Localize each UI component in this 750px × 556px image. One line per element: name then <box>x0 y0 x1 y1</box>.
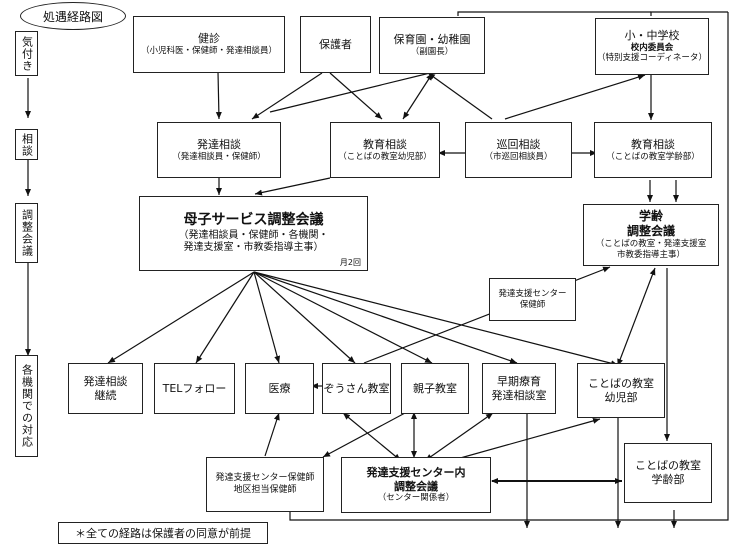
node-sub: （発達相談員・保健師） <box>172 151 266 162</box>
stage-meeting: 調整会議 <box>15 203 38 263</box>
node-line: 発達支援センター内 <box>366 465 466 479</box>
node-center-kaigi: 発達支援センター内 調整会議 （センター関係者） <box>341 457 491 513</box>
node-title: 健診 <box>198 32 220 46</box>
node-sub: （小児科医・保健師・発達相談員） <box>140 46 277 57</box>
node-title: 調整会議 <box>626 224 675 239</box>
meeting-frequency: 月2回 <box>339 258 361 267</box>
node-sub: （副園長） <box>410 47 454 58</box>
node-sub: （センター関係者） <box>377 493 455 504</box>
node-sub: （ことばの教室・発達支援室 <box>595 239 707 250</box>
node-kotoba-gakurei: ことばの教室 学齢部 <box>624 443 712 503</box>
node-line: 保健師 <box>519 299 546 310</box>
node-hattatsu-keizoku: 発達相談 継続 <box>68 363 143 414</box>
top-connector <box>650 11 728 16</box>
node-line: 発達相談室 <box>491 388 547 402</box>
node-title: 巡回相談 <box>496 137 541 151</box>
node-title: TELフォロー <box>162 381 227 395</box>
right-frame <box>287 12 729 521</box>
node-center-chiku: 発達支援センター保健師 地区担当保健師 <box>206 457 324 512</box>
node-title: 医療 <box>268 381 291 395</box>
node-souki-ryoiku: 早期療育 発達相談室 <box>482 363 556 414</box>
node-junkai-soudan: 巡回相談 （市巡回相談員） <box>465 122 572 178</box>
node-kyoiku-soudan-yoji: 教育相談 （ことばの教室幼児部） <box>330 122 440 178</box>
node-line: ことばの教室 <box>635 459 701 473</box>
node-title: ぞうさん教室 <box>323 381 390 395</box>
node-sub: （ことばの教室学齢部） <box>606 151 700 162</box>
node-zousan: ぞうさん教室 <box>322 363 391 414</box>
stage-label: 調整会議 <box>20 209 34 257</box>
node-kyoiku-soudan-gakurei: 教育相談 （ことばの教室学齢部） <box>594 122 712 178</box>
node-school: 小・中学校 校内委員会 （特別支援コーディネータ） <box>595 18 709 75</box>
node-line: 発達相談 <box>83 374 128 388</box>
node-title: 教育相談 <box>363 137 407 151</box>
stage-consultation: 相談 <box>15 129 38 160</box>
node-sub: （ことばの教室幼児部） <box>338 151 432 162</box>
node-oyako: 親子教室 <box>401 363 469 414</box>
node-sub: （特別支援コーディネータ） <box>597 53 707 64</box>
node-sub: 発達支援室・市教委指導主事） <box>183 242 324 254</box>
node-center-hokenshi: 発達支援センター 保健師 <box>489 278 576 321</box>
node-line: 地区担当保健師 <box>233 484 297 495</box>
node-title: 発達相談 <box>197 137 241 151</box>
node-kotoba-yoji: ことばの教室 幼児部 <box>577 363 665 418</box>
node-title: 保護者 <box>319 37 352 51</box>
node-title: 教育相談 <box>631 137 675 151</box>
node-hogosha: 保護者 <box>300 16 371 73</box>
node-title: 小・中学校 <box>624 29 680 42</box>
stage-label: 相談 <box>20 132 34 157</box>
node-line: 早期療育 <box>497 374 541 388</box>
node-sub: 校内委員会 <box>630 42 674 53</box>
node-title: 保育園・幼稚園 <box>393 33 471 47</box>
node-title: 母子サービス調整会議 <box>183 212 324 229</box>
stage-label: 各機関での対応 <box>20 364 34 448</box>
node-line: 調整会議 <box>394 479 438 493</box>
node-sub: 市教委指導主事） <box>616 250 685 260</box>
node-hoikuen: 保育園・幼稚園 （副園長） <box>379 17 485 74</box>
node-gakurei-kaigi: 学齢 調整会議 （ことばの教室・発達支援室 市教委指導主事） <box>583 204 719 266</box>
node-line: ことばの教室 <box>588 376 654 390</box>
node-iryo: 医療 <box>245 363 314 414</box>
node-line: 継続 <box>94 388 117 402</box>
node-title: 親子教室 <box>413 381 457 395</box>
node-title: 学齢 <box>638 209 663 224</box>
node-sub: （発達相談員・保健師・各機関・ <box>178 229 329 241</box>
node-sub: （市巡回相談員） <box>484 151 553 162</box>
node-line: 幼児部 <box>604 390 638 404</box>
node-hattatsu-soudan: 発達相談 （発達相談員・保健師） <box>157 122 281 178</box>
node-tel-follow: TELフォロー <box>154 363 235 414</box>
stage-label: 気付き <box>20 35 34 72</box>
diagram-title: 処遇経路図 <box>20 2 126 30</box>
node-boshi-kaigi: 母子サービス調整会議 （発達相談員・保健師・各機関・ 発達支援室・市教委指導主事… <box>139 196 368 271</box>
node-line: 学齢部 <box>651 473 685 486</box>
stage-response: 各機関での対応 <box>15 355 38 457</box>
top-connector <box>457 11 651 16</box>
consent-note: ＊全ての経路は保護者の同意が前提 <box>58 522 268 544</box>
node-line: 発達支援センター <box>498 288 567 299</box>
node-line: 発達支援センター保健師 <box>215 473 315 484</box>
node-kenshin: 健診 （小児科医・保健師・発達相談員） <box>133 16 285 73</box>
stage-awareness: 気付き <box>15 31 38 76</box>
